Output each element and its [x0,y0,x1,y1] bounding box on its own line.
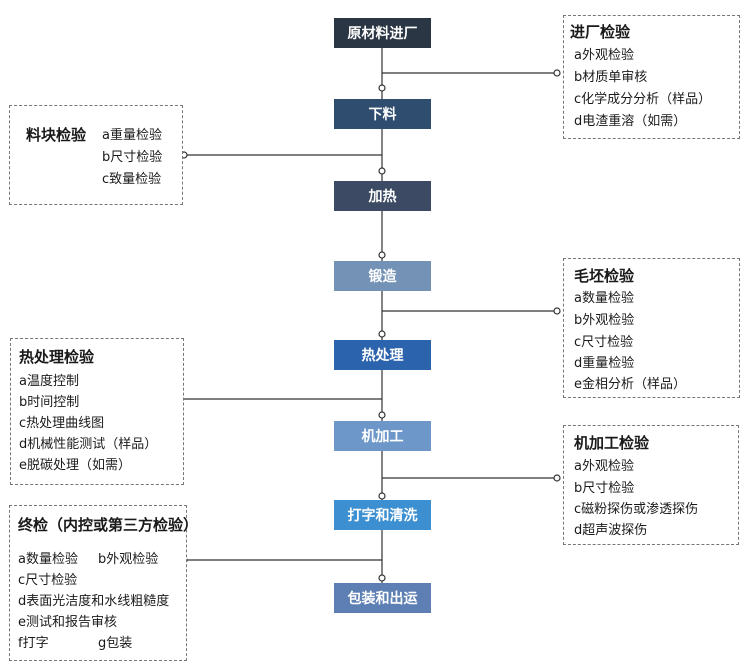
forging-item: d重量检验 [574,356,635,371]
final-inspection-box: 终检（内控或第三方检验） a数量检验 b外观检验 c尺寸检验 d表面光洁度和水线… [9,505,198,661]
step-cutting: 下料 [334,99,431,129]
step-raw-material-in: 原材料进厂 [334,18,431,48]
final-inspection-title: 终检（内控或第三方检验） [18,516,199,534]
step-label: 原材料进厂 [347,26,418,42]
incoming-inspection-title: 进厂检验 [570,23,631,41]
final-item: c尺寸检验 [18,573,78,588]
final-item: b外观检验 [98,552,159,567]
step-label: 加热 [368,189,397,205]
step-label: 包装和出运 [347,591,418,607]
machining-item: b尺寸检验 [574,481,635,496]
blank-inspection-title: 料块检验 [26,126,87,144]
heat-treatment-item: c热处理曲线图 [19,416,105,431]
step-label: 热处理 [361,348,404,364]
heat-treatment-item: e脱碳处理（如需） [19,458,131,473]
incoming-inspection-box: 进厂检验 a外观检验 b材质单审核 c化学成分分析（样品） d电渣重溶（如需） [563,15,740,139]
blank-item: c致量检验 [102,172,162,187]
step-machining: 机加工 [334,421,431,451]
forging-inspection-title: 毛坯检验 [574,267,635,285]
step-label: 下料 [368,107,397,123]
machining-inspection-title: 机加工检验 [574,434,650,452]
machining-item: d超声波探伤 [574,523,648,538]
incoming-item: d电渣重溶（如需） [574,114,687,129]
heat-treatment-item: a温度控制 [19,374,79,389]
step-packing-shipping: 包装和出运 [334,583,431,613]
final-item: a数量检验 [18,552,78,567]
final-item: g包装 [98,636,133,651]
final-item: f打字 [18,636,49,651]
blank-item: a重量检验 [102,128,162,143]
incoming-item: a外观检验 [574,48,634,63]
step-forging: 锻造 [334,261,431,291]
forging-item: c尺寸检验 [574,335,634,350]
forging-item: a数量检验 [574,291,634,306]
step-label: 打字和清洗 [347,508,418,524]
blank-inspection-box: 料块检验 a重量检验 b尺寸检验 c致量检验 [9,105,183,205]
step-heating: 加热 [334,181,431,211]
heat-treatment-inspection-title: 热处理检验 [19,348,95,366]
heat-treatment-inspection-box: 热处理检验 a温度控制 b时间控制 c热处理曲线图 d机械性能测试（样品） e脱… [10,338,184,485]
step-label: 机加工 [361,429,404,445]
machining-item: a外观检验 [574,459,634,474]
step-marking-cleaning: 打字和清洗 [334,500,431,530]
incoming-item: b材质单审核 [574,70,648,85]
final-item: d表面光洁度和水线粗糙度 [18,594,170,609]
machining-inspection-box: 机加工检验 a外观检验 b尺寸检验 c磁粉探伤或渗透探伤 d超声波探伤 [563,425,739,545]
step-label: 锻造 [368,269,397,285]
heat-treatment-item: b时间控制 [19,395,80,410]
forging-item: e金相分析（样品） [574,377,686,392]
incoming-item: c化学成分分析（样品） [574,92,712,107]
forging-item: b外观检验 [574,313,635,328]
heat-treatment-item: d机械性能测试（样品） [19,437,158,452]
machining-item: c磁粉探伤或渗透探伤 [574,502,699,517]
final-item: e测试和报告审核 [18,615,117,630]
blank-item: b尺寸检验 [102,150,163,165]
forging-inspection-box: 毛坯检验 a数量检验 b外观检验 c尺寸检验 d重量检验 e金相分析（样品） [563,258,740,398]
step-heat-treatment: 热处理 [334,340,431,370]
